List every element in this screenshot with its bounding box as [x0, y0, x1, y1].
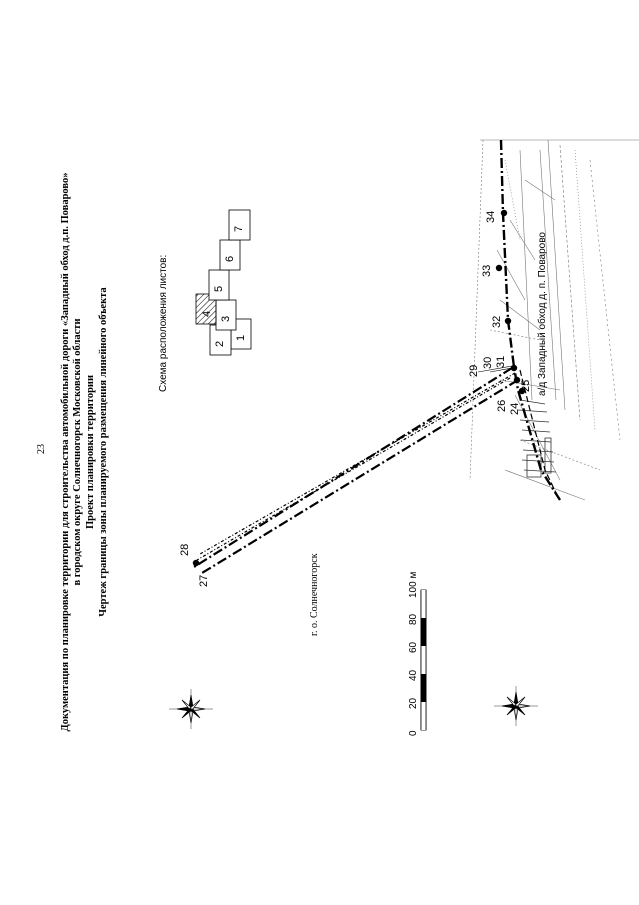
- scale-tick-100: 100 м: [408, 571, 419, 598]
- point-label-31: 31: [495, 355, 507, 368]
- scale-tick-0: 0: [408, 730, 419, 736]
- sheet-label-2: 2: [214, 340, 226, 347]
- compass-rose-icon: [169, 689, 213, 729]
- compass-rose-icon: [494, 686, 538, 726]
- terrain-texture: [517, 399, 557, 478]
- point-33: [495, 264, 503, 272]
- point-34: [500, 209, 508, 217]
- scale-bar: [420, 589, 427, 731]
- sheet-5: [208, 269, 230, 301]
- point-24: [518, 387, 526, 395]
- point-31: [510, 364, 518, 372]
- point-27: [192, 559, 200, 567]
- point-label-28: 28: [179, 543, 191, 556]
- branch-corridor: [193, 367, 519, 574]
- point-label-29: 29: [468, 364, 480, 377]
- point-label-33: 33: [481, 264, 493, 277]
- point-label-27: 27: [198, 574, 210, 587]
- scale-tick-80: 80: [408, 613, 419, 625]
- scale-tick-20: 20: [408, 697, 419, 709]
- sheet-label-5: 5: [213, 285, 225, 292]
- point-label-32: 32: [491, 315, 503, 328]
- sheet-label-7: 7: [233, 225, 245, 232]
- base-map: [469, 139, 639, 501]
- scale-tick-60: 60: [408, 641, 419, 653]
- point-label-26: 26: [496, 399, 508, 412]
- sheet-label-4: 4: [201, 310, 213, 317]
- boundary-points: [192, 209, 526, 567]
- sheet-label-1: 1: [235, 334, 247, 341]
- point-label-34: 34: [485, 210, 497, 223]
- point-label-25: 25: [520, 379, 532, 392]
- point-25: [513, 376, 521, 384]
- sheet-7: [228, 209, 251, 241]
- point-32: [504, 317, 512, 325]
- sheet-scheme: [195, 209, 252, 356]
- point-label-24: 24: [509, 402, 521, 415]
- scale-tick-40: 40: [408, 669, 419, 681]
- point-label-30: 30: [482, 356, 494, 369]
- sheet-label-6: 6: [224, 255, 236, 262]
- sheet-4: [195, 293, 217, 325]
- sheet-label-3: 3: [220, 315, 232, 322]
